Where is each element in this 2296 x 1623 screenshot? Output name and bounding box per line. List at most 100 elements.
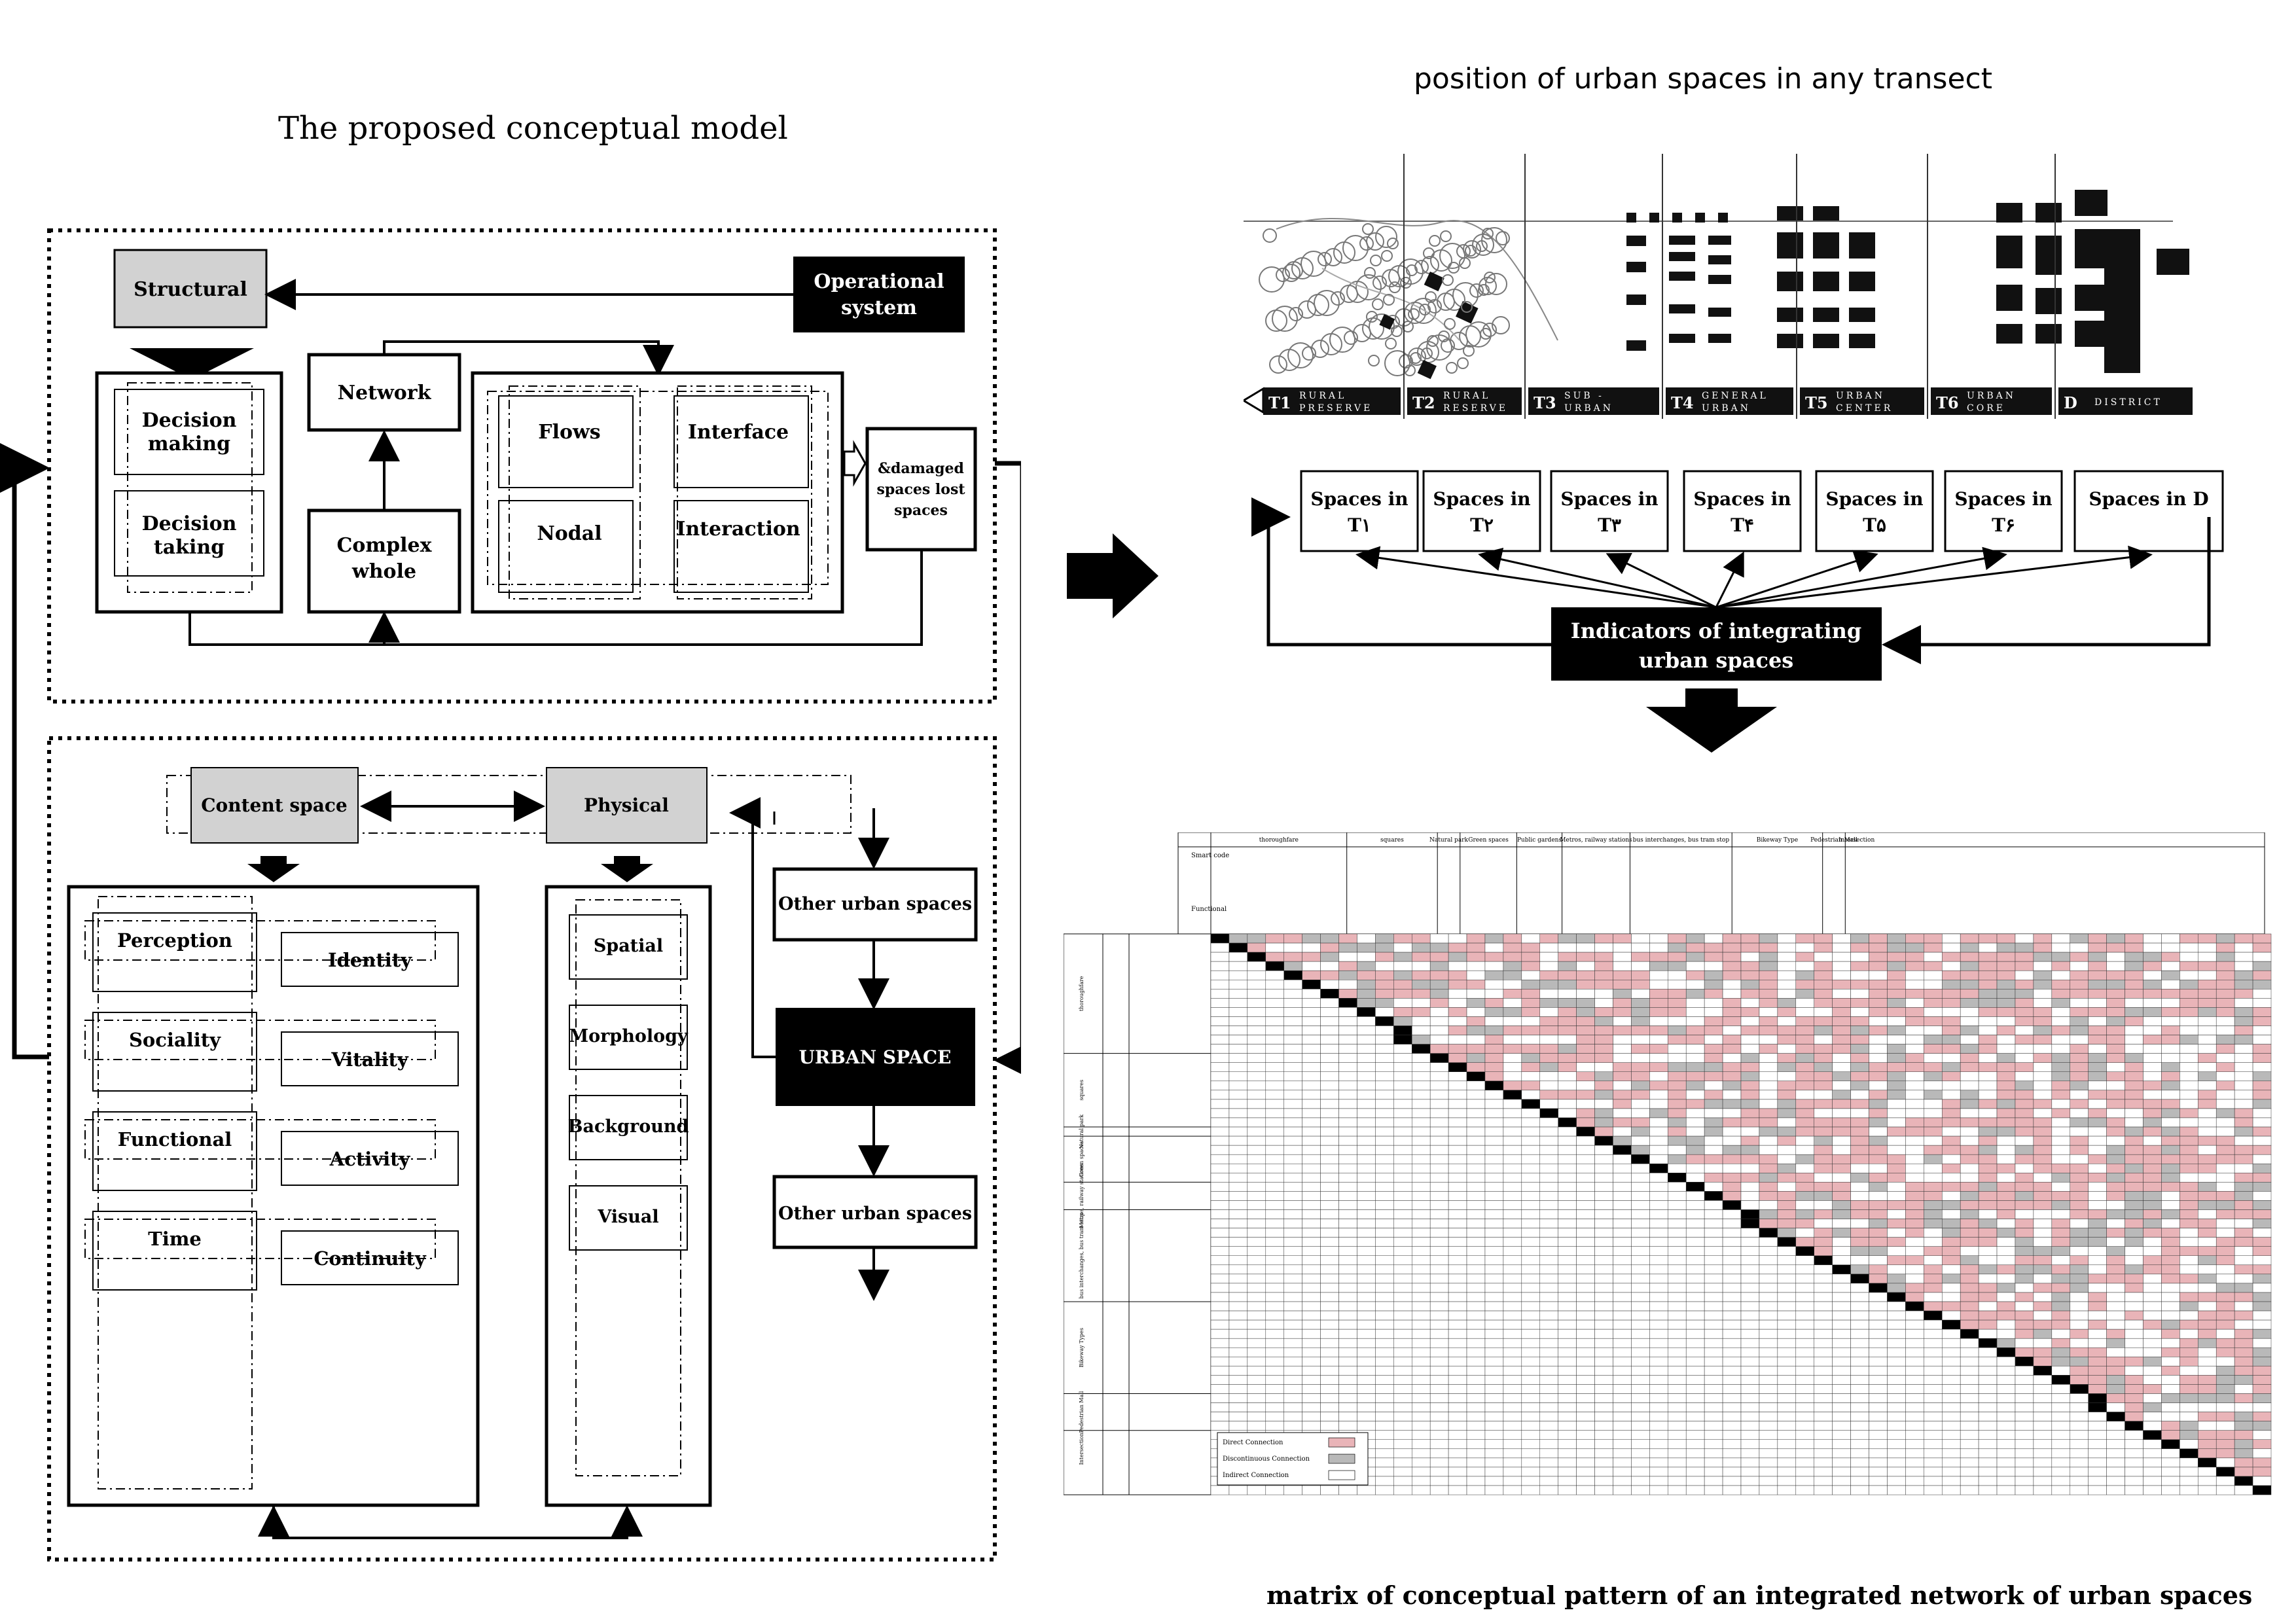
spaces-box bbox=[1944, 470, 2063, 552]
transect-line2: PRESERVE bbox=[1299, 403, 1372, 414]
matrix-legend-swatch bbox=[1328, 1437, 1355, 1448]
matrix-legend-swatch bbox=[1328, 1470, 1355, 1480]
matrix-row-group: Bikeway Types bbox=[1079, 1328, 1085, 1368]
operational-label-2: system bbox=[841, 296, 917, 319]
flows-block bbox=[471, 371, 844, 614]
nodal-label: Nodal bbox=[537, 522, 601, 545]
spaces-box bbox=[1300, 470, 1419, 552]
matrix-header-group: Bikeway Type bbox=[1757, 837, 1798, 844]
interface-label: Interface bbox=[688, 421, 789, 444]
transect-line2: CENTER bbox=[1836, 403, 1893, 414]
spaces-label: Spaces in bbox=[1693, 488, 1791, 510]
content-space-label: Content space bbox=[201, 794, 347, 816]
spaces-label-2: T۵ bbox=[1863, 514, 1886, 536]
content-item-left: Time bbox=[148, 1228, 202, 1250]
operational-box bbox=[793, 257, 965, 332]
physical-box bbox=[546, 767, 708, 844]
transect-code: T2 bbox=[1412, 393, 1435, 412]
matrix-legend-swatch bbox=[1328, 1454, 1355, 1464]
matrix-row-group: Natural park bbox=[1079, 1115, 1085, 1149]
physical-item: Morphology bbox=[569, 1026, 689, 1046]
matrix-legend-label: Discontinuous Connection bbox=[1223, 1455, 1310, 1463]
matrix-legend-label: Indirect Connection bbox=[1223, 1472, 1289, 1479]
matrix-header-group: Green spaces bbox=[1468, 837, 1509, 844]
content-item-right: Activity bbox=[329, 1148, 411, 1170]
matrix-functional-label: Functional bbox=[1191, 906, 1227, 913]
matrix-row-group: Green spaces bbox=[1079, 1141, 1085, 1177]
content-item-left: Sociality bbox=[129, 1029, 221, 1051]
other-urban-bottom-box bbox=[772, 1175, 978, 1249]
transect-line1: URBAN bbox=[1967, 391, 2016, 401]
spaces-label-2: T۶ bbox=[1992, 514, 2015, 536]
network-label: Network bbox=[338, 382, 432, 404]
spaces-box bbox=[1815, 470, 1934, 552]
structural-box bbox=[113, 249, 268, 329]
transect-line2: CORE bbox=[1967, 403, 2005, 414]
matrix-row-group: Pedestrian Mall bbox=[1079, 1391, 1085, 1433]
matrix-row-group: Intersection bbox=[1079, 1433, 1085, 1465]
matrix-row-group: Metros, railway stations bbox=[1079, 1164, 1085, 1228]
lost-spaces-label: &damaged bbox=[878, 460, 964, 477]
spaces-label: Spaces in bbox=[1954, 488, 2052, 510]
urban-space-box bbox=[776, 1008, 975, 1106]
transect-code: T1 bbox=[1268, 393, 1291, 412]
spaces-label: Spaces in D bbox=[2089, 488, 2208, 510]
transect-code: T6 bbox=[1936, 393, 1959, 412]
spaces-label: Spaces in bbox=[1433, 488, 1530, 510]
svg-text:urban spaces: urban spaces bbox=[1639, 648, 1794, 673]
matrix-header-group: Pedestrian Mall bbox=[1810, 837, 1857, 844]
spaces-label: Spaces in bbox=[1560, 488, 1658, 510]
transect-line1: SUB - bbox=[1564, 391, 1604, 401]
transect-line1: GENERAL bbox=[1702, 391, 1768, 401]
matrix-header-group: Intersection bbox=[1839, 837, 1874, 844]
spaces-label: Spaces in bbox=[1825, 488, 1923, 510]
spaces-label-2: T١ bbox=[1348, 514, 1371, 536]
matrix-legend-label: Direct Connection bbox=[1223, 1439, 1283, 1446]
transect-line1: DISTRICT bbox=[2094, 397, 2162, 408]
bottom-panel bbox=[47, 736, 997, 1561]
spaces-box bbox=[1550, 470, 1669, 552]
spaces-label-2: T۳ bbox=[1598, 514, 1621, 536]
content-item-right: Identity bbox=[328, 949, 412, 971]
svg-text:taking: taking bbox=[154, 536, 224, 559]
structural-label: Structural bbox=[134, 278, 247, 301]
conceptual-model-diagram: Structural Operational system Decision m… bbox=[0, 228, 1021, 1561]
lost-spaces-box bbox=[865, 427, 977, 552]
svg-text:spaces: spaces bbox=[894, 502, 948, 519]
svg-text:making: making bbox=[148, 433, 230, 455]
flows-label: Flows bbox=[538, 421, 600, 444]
right-title: position of urban spaces in any transect bbox=[1414, 62, 1992, 96]
transect-code: T5 bbox=[1805, 393, 1828, 412]
top-panel bbox=[47, 228, 997, 704]
network-box bbox=[307, 353, 461, 432]
spaces-label: Spaces in bbox=[1310, 488, 1408, 510]
physical-block bbox=[545, 885, 712, 1507]
spaces-box bbox=[1422, 470, 1541, 552]
transect-code: D bbox=[2064, 393, 2077, 412]
spaces-label-2: T۲ bbox=[1470, 514, 1494, 536]
right-arrow-icon bbox=[1067, 533, 1158, 618]
matrix-caption: matrix of conceptual pattern of an integ… bbox=[1266, 1580, 2253, 1610]
urban-space-label: URBAN SPACE bbox=[798, 1046, 951, 1068]
transect-line2: URBAN bbox=[1564, 403, 1613, 414]
physical-item: Background bbox=[568, 1116, 689, 1137]
content-space-box bbox=[190, 767, 359, 844]
operational-label: Operational bbox=[814, 270, 944, 293]
matrix-header-group: Metros, railway stations bbox=[1560, 837, 1632, 844]
spaces-box bbox=[1683, 470, 1802, 552]
content-block bbox=[67, 885, 480, 1507]
physical-label: Physical bbox=[584, 794, 669, 816]
transect-line1: RURAL bbox=[1299, 391, 1346, 401]
matrix-header-group: Public gardens bbox=[1517, 837, 1562, 844]
other-urban-bottom-label: Other urban spaces bbox=[778, 1204, 972, 1224]
matrix-header-group: bus interchanges, bus tram stop bbox=[1633, 837, 1730, 844]
transect-code: T4 bbox=[1671, 393, 1694, 412]
matrix-row-group: squares bbox=[1079, 1080, 1085, 1101]
other-urban-top-label: Other urban spaces bbox=[778, 894, 972, 914]
content-item-right: Vitality bbox=[331, 1048, 409, 1071]
matrix-smart-code-label: Smart code bbox=[1191, 852, 1229, 859]
spaces-label-2: T۴ bbox=[1731, 514, 1754, 536]
transect-line1: URBAN bbox=[1836, 391, 1885, 401]
